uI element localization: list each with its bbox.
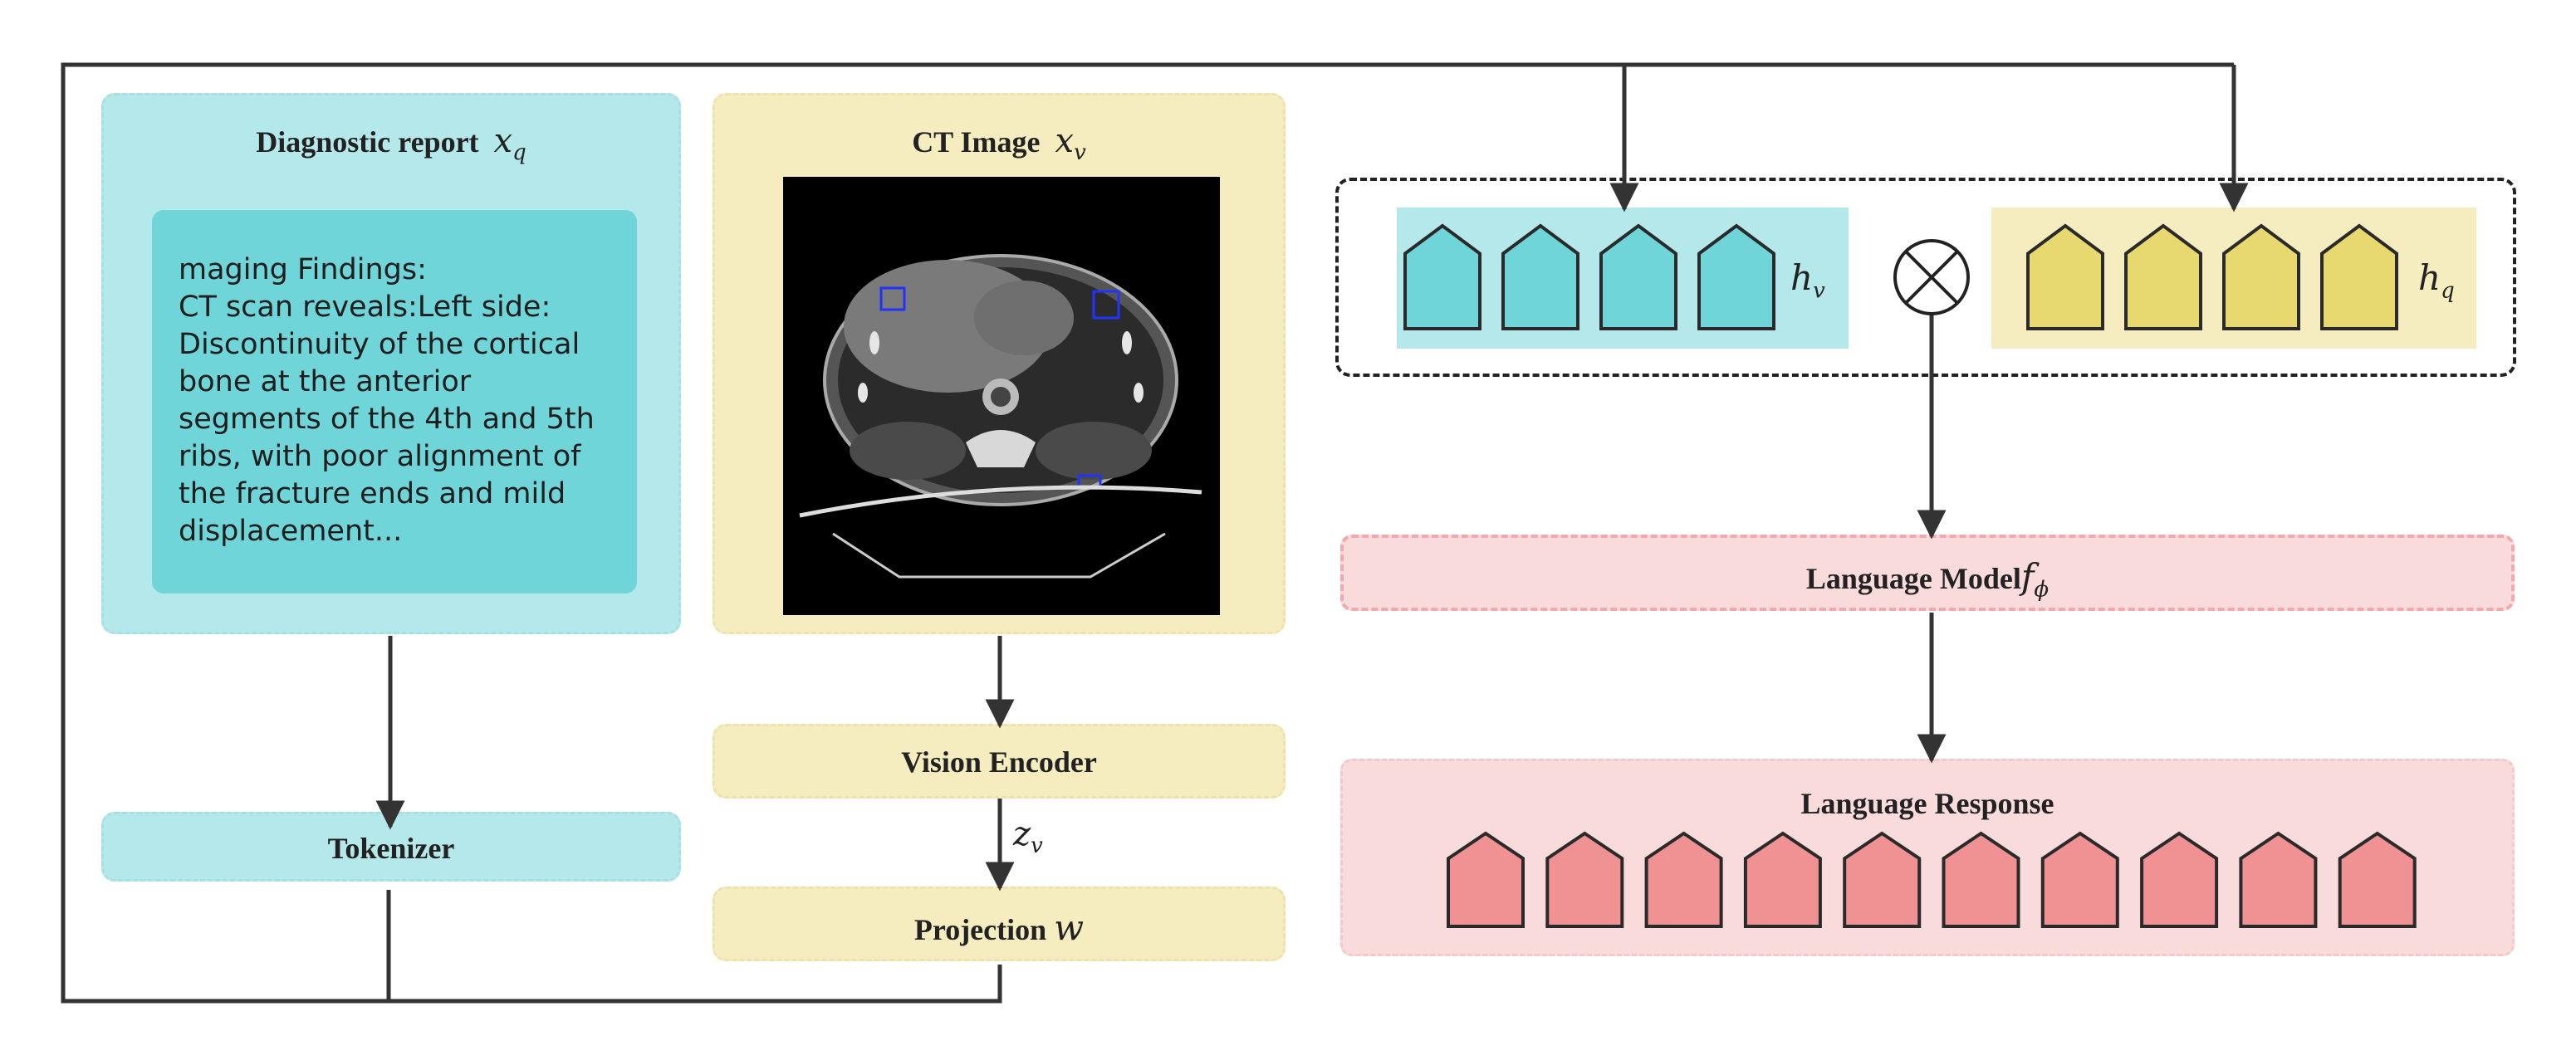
xv-symbol-base: x bbox=[1055, 122, 1075, 160]
token-shape bbox=[1599, 223, 1677, 330]
language-response-label: Language Response bbox=[1800, 787, 2054, 820]
hv-symbol: hv bbox=[1790, 257, 1825, 303]
f-phi-symbol-sub: ϕ bbox=[2034, 577, 2050, 603]
token-shape bbox=[2040, 831, 2119, 928]
token-shape bbox=[1545, 831, 1624, 928]
language-model-label: Language Modelfϕ bbox=[1344, 556, 2511, 602]
hq-tokens bbox=[2026, 223, 2398, 330]
report-text: maging Findings: CT scan reveals:Left si… bbox=[179, 253, 595, 548]
projection-label-text: Projection bbox=[913, 913, 1047, 946]
diagnostic-report-title: Diagnostic report xq bbox=[104, 122, 678, 165]
projection-label: Projection w bbox=[715, 907, 1283, 948]
ct-scan-image bbox=[783, 177, 1220, 615]
xq-symbol-sub: q bbox=[512, 140, 526, 165]
token-shape bbox=[2320, 223, 2398, 330]
w-symbol: w bbox=[1054, 907, 1085, 948]
hv-tokens bbox=[1403, 223, 1775, 330]
hq-symbol-base: h bbox=[2418, 257, 2441, 298]
token-shape bbox=[2338, 831, 2417, 928]
response-tokens bbox=[1447, 831, 2417, 928]
report-text-box: maging Findings: CT scan reveals:Left si… bbox=[152, 210, 637, 594]
token-shape bbox=[2124, 223, 2202, 330]
token-shape bbox=[2026, 223, 2104, 330]
language-response-box: Language Response bbox=[1340, 759, 2515, 956]
token-shape bbox=[1447, 831, 1525, 928]
token-shape bbox=[1644, 831, 1723, 928]
embedding-group bbox=[1335, 178, 2516, 377]
f-phi-symbol-base: f bbox=[2020, 556, 2035, 597]
xv-symbol-sub: v bbox=[1074, 140, 1086, 165]
connector-lines bbox=[61, 62, 2249, 1004]
xq-symbol: xq bbox=[493, 122, 526, 165]
zv-symbol-sub: v bbox=[1031, 833, 1043, 858]
diagnostic-report-panel: Diagnostic report xq maging Findings: CT… bbox=[101, 93, 681, 634]
projection-box: Projection w bbox=[713, 887, 1286, 961]
ct-image-panel: CT Image xv bbox=[713, 93, 1286, 634]
hq-symbol-sub: q bbox=[2441, 278, 2455, 304]
xq-symbol-base: x bbox=[493, 122, 513, 160]
hq-symbol: hq bbox=[2418, 257, 2455, 303]
ct-image-title-text: CT Image bbox=[912, 125, 1041, 159]
xv-symbol: xv bbox=[1055, 122, 1086, 165]
f-phi-symbol: fϕ bbox=[2020, 556, 2049, 602]
ct-scan-drawing bbox=[799, 254, 1202, 579]
diagnostic-report-title-text: Diagnostic report bbox=[256, 125, 479, 159]
hv-symbol-sub: v bbox=[1813, 278, 1825, 304]
vision-encoder-label: Vision Encoder bbox=[901, 745, 1097, 779]
token-shape bbox=[2140, 831, 2219, 928]
tokenizer-label: Tokenizer bbox=[327, 832, 455, 865]
token-shape bbox=[2222, 223, 2300, 330]
zv-symbol-base: z bbox=[1013, 815, 1031, 853]
otimes-icon bbox=[1893, 239, 1970, 315]
token-shape bbox=[1697, 223, 1775, 330]
outer-loop-line bbox=[61, 62, 2234, 1004]
token-shape bbox=[2239, 831, 2318, 928]
token-shape bbox=[1501, 223, 1579, 330]
token-shape bbox=[1403, 223, 1481, 330]
hv-symbol-base: h bbox=[1790, 257, 1814, 298]
projection-to-loop-line bbox=[389, 965, 1002, 1004]
language-model-label-text: Language Model bbox=[1805, 562, 2021, 595]
token-shape bbox=[1843, 831, 1922, 928]
zv-symbol: zv bbox=[1013, 815, 1043, 858]
token-shape bbox=[1942, 831, 2020, 928]
ct-image-title: CT Image xv bbox=[715, 122, 1283, 165]
token-shape bbox=[1743, 831, 1822, 928]
